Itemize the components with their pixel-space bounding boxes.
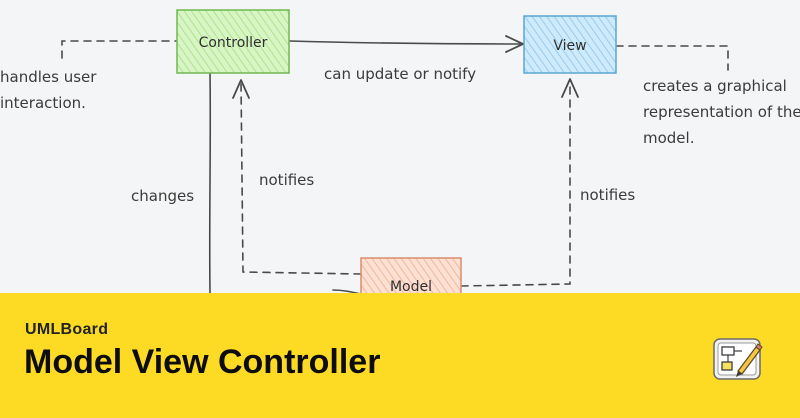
edge-label-notifies-controller: notifies (259, 171, 314, 189)
edge-label-can-update: can update or notify (324, 65, 476, 83)
node-controller: Controller (176, 9, 290, 74)
umlboard-app-icon (713, 338, 763, 380)
edge-controller-view (289, 40, 523, 45)
edge-label-notifies-view: notifies (580, 186, 635, 204)
node-model-label: Model (390, 279, 432, 295)
controller-note-line-1: handles user (0, 68, 97, 86)
page-title: Model View Controller (24, 343, 381, 381)
arrowhead-model-view (561, 78, 579, 98)
title-banner: UMLBoard Model View Controller (0, 293, 800, 418)
view-note-line-2: representation of the (643, 103, 800, 121)
arrowhead-model-controller (232, 79, 250, 99)
edge-label-changes: changes (131, 187, 194, 205)
view-note-line-1: creates a graphical (643, 77, 787, 95)
arrowhead-controller-view (505, 35, 524, 53)
node-view: View (523, 15, 617, 74)
controller-note-line-2: interaction. (0, 94, 86, 112)
edge-model-view (460, 79, 571, 287)
brand-name: UMLBoard (25, 321, 109, 338)
node-controller-label: Controller (199, 35, 268, 51)
view-note-connector (615, 45, 729, 71)
edge-controller-model (208, 73, 212, 294)
edge-model-controller (240, 81, 362, 275)
node-view-label: View (553, 38, 586, 54)
controller-note-connector (61, 40, 178, 59)
view-note-line-3: model. (643, 129, 694, 147)
